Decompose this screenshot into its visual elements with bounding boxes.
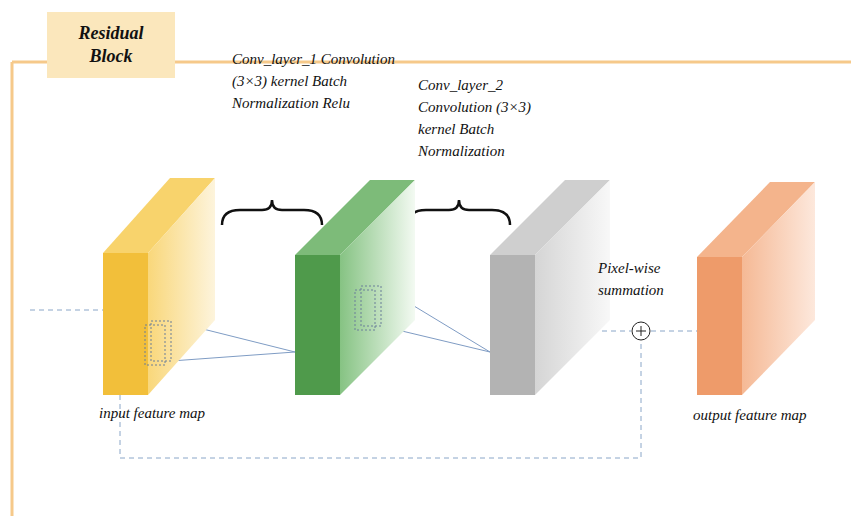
node-shape (631, 321, 651, 341)
node-label: Conv_layer_1 Convolution (3×3) kernel Ba… (232, 48, 404, 114)
node-label: output feature map (693, 404, 843, 426)
slab-front (295, 255, 340, 395)
bracket (408, 200, 510, 225)
feature-map: Conv_layer_1 Convolution (3×3) kernel Ba… (295, 180, 415, 395)
feature-map: input feature map (103, 178, 215, 395)
dashed-connector (651, 331, 697, 332)
slab-face (340, 180, 415, 395)
node-label: input feature map (99, 402, 239, 424)
title-box: Residual Block (47, 12, 175, 78)
slab-front (697, 257, 742, 395)
slab-face (742, 182, 815, 395)
slab-front (490, 255, 535, 395)
slab-front (103, 253, 148, 395)
frame-line (11, 62, 14, 516)
sum-circle (632, 322, 650, 340)
feature-map: output feature map (697, 182, 815, 395)
kernel-window (145, 325, 165, 365)
summation-node: Pixel-wise summation (631, 321, 651, 341)
input-line (30, 310, 103, 311)
node-shape (103, 178, 215, 395)
bracket (222, 200, 322, 225)
kernel-window (355, 290, 375, 330)
plus-sign (641, 326, 642, 336)
node-label: Pixel-wise summation (598, 257, 684, 301)
kernel-window (151, 321, 171, 361)
kernel-window (361, 286, 381, 326)
slab-face (148, 178, 215, 395)
feature-map: Conv_layer_2 Convolution (3×3) kernel Ba… (490, 180, 610, 395)
node-label: Conv_layer_2 Convolution (3×3) kernel Ba… (418, 74, 536, 162)
node-shape (697, 182, 815, 395)
node-shape (295, 180, 415, 395)
node-shape (490, 180, 610, 395)
title-text: Residual Block (66, 22, 156, 68)
